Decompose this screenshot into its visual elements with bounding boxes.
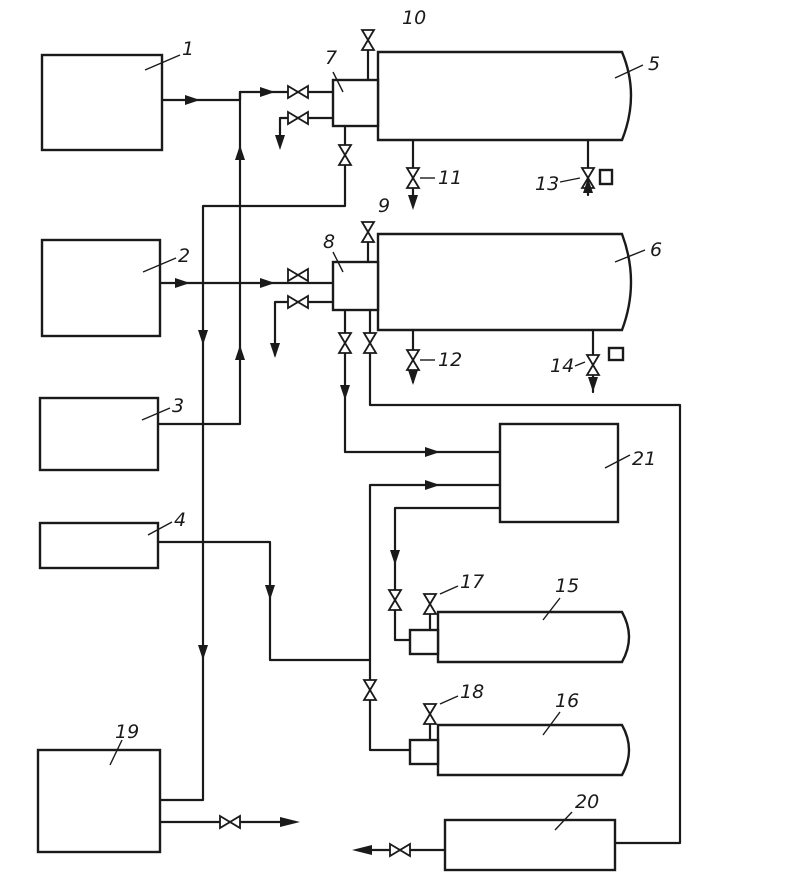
labels: 1 2 3 4 5 6 7 8 9 10 11 12 13 14 15 16 1…: [109, 7, 662, 831]
label-16: 16: [555, 690, 579, 712]
unit-3-box: [38, 396, 160, 472]
label-19: 19: [115, 721, 139, 743]
label-12: 12: [438, 349, 462, 371]
label-7: 7: [325, 47, 337, 69]
unit-19-box: [36, 748, 162, 854]
label-6: 6: [650, 239, 662, 261]
label-9: 9: [378, 195, 390, 217]
cylinder-16: [436, 723, 631, 777]
label-8: 8: [323, 231, 335, 253]
unit-2-box: [40, 238, 162, 338]
valves: [219, 29, 625, 857]
unit-21-box: [498, 422, 620, 524]
label-4: 4: [174, 509, 186, 531]
unit-1-box: [40, 53, 164, 152]
label-14: 14: [550, 355, 574, 377]
tank-6: [376, 232, 633, 332]
cylinder-16-neck: [408, 738, 440, 766]
cylinder-15: [436, 610, 631, 664]
label-10: 10: [402, 7, 426, 29]
unit-20-box: [443, 818, 617, 872]
label-20: 20: [575, 791, 599, 813]
label-13: 13: [535, 173, 559, 195]
unit-4-box: [38, 521, 160, 570]
label-17: 17: [460, 571, 484, 593]
label-5: 5: [648, 53, 660, 75]
label-3: 3: [172, 395, 184, 417]
flow-arrows: [175, 87, 598, 855]
label-18: 18: [460, 681, 484, 703]
label-15: 15: [555, 575, 579, 597]
header-block-8: [331, 260, 380, 312]
label-2: 2: [178, 245, 190, 267]
label-21: 21: [632, 448, 656, 470]
cylinder-15-neck: [408, 628, 440, 656]
label-11: 11: [438, 167, 462, 189]
label-1: 1: [182, 38, 194, 60]
tank-5: [376, 50, 633, 142]
